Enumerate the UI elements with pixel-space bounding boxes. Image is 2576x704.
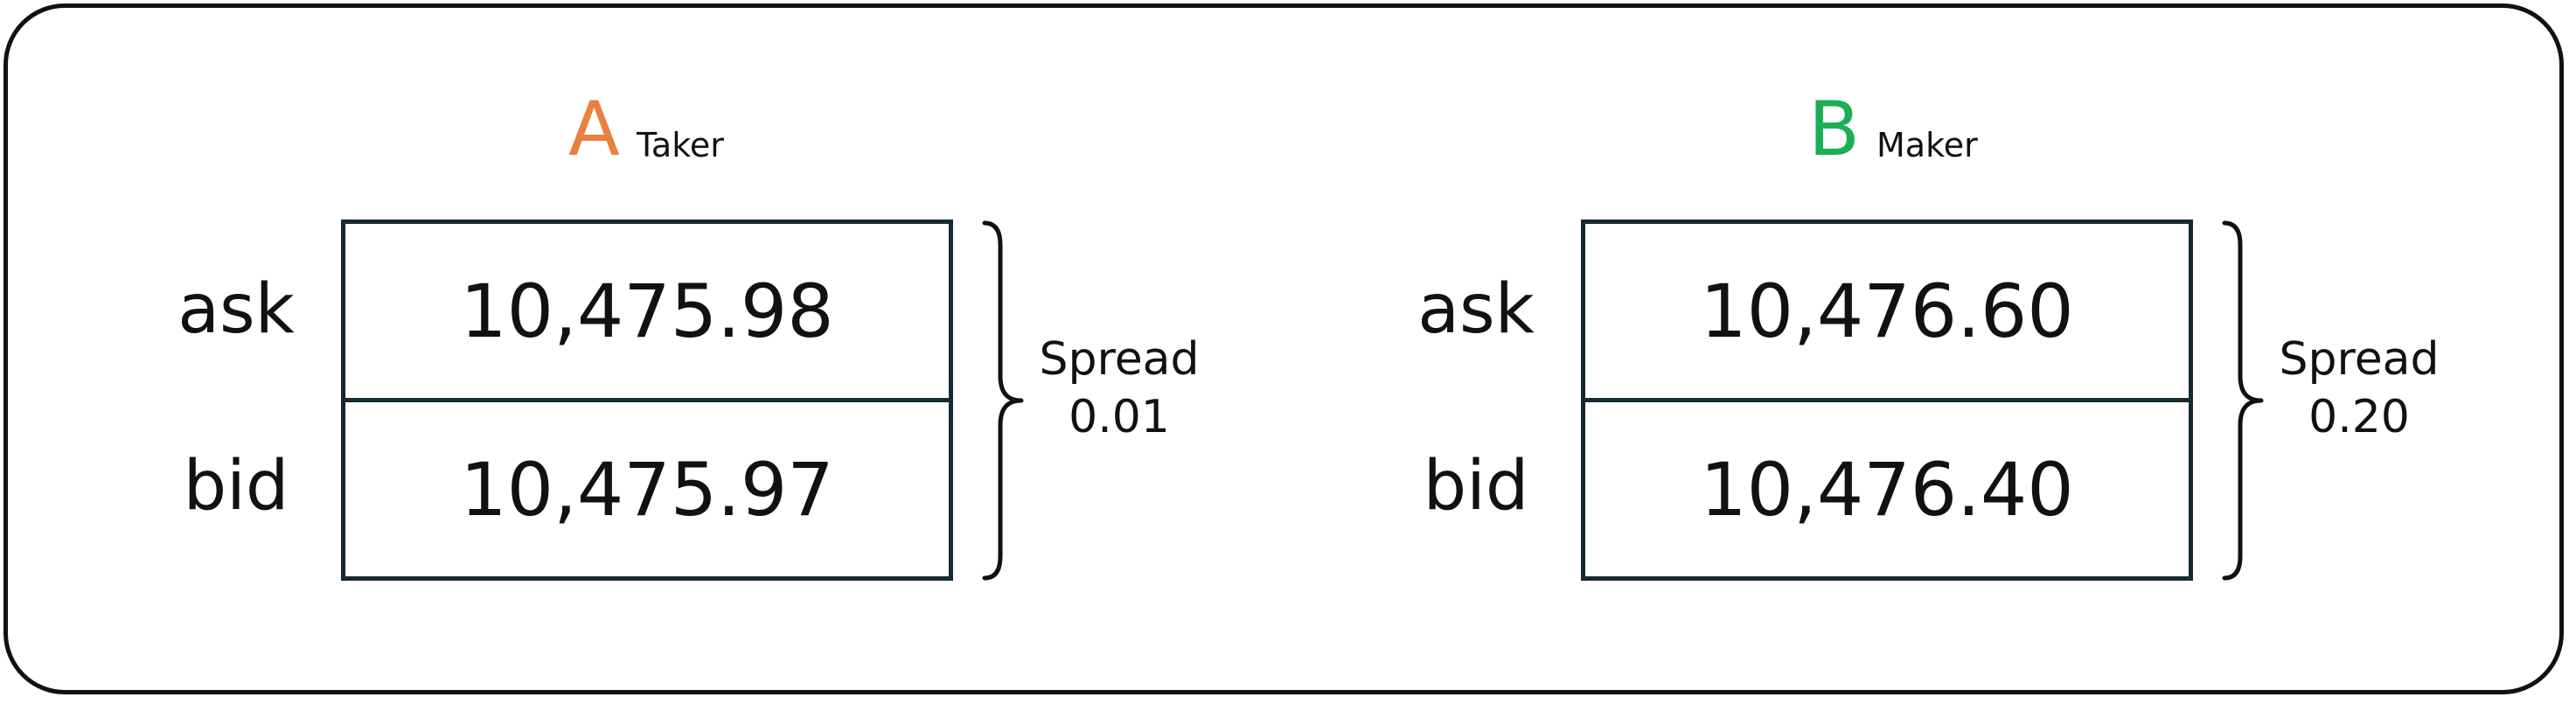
diagram-frame bbox=[3, 3, 2564, 694]
bid-value: 10,476.40 bbox=[1585, 398, 2189, 576]
spread-annotation: Spread 0.20 bbox=[2272, 331, 2447, 446]
panel-letter: B bbox=[1808, 86, 1860, 173]
order-book-box: 10,475.98 10,475.97 bbox=[341, 220, 953, 581]
panel-role: Maker bbox=[1876, 126, 1978, 164]
panel-maker: B Maker ask bid 10,476.60 10,476.40 Spre… bbox=[1380, 0, 2517, 704]
curly-brace-icon bbox=[2222, 220, 2264, 581]
spread-value: 0.01 bbox=[1069, 391, 1170, 443]
panel-taker: A Taker ask bid 10,475.98 10,475.97 Spre… bbox=[140, 0, 1277, 704]
panel-role: Taker bbox=[637, 126, 724, 164]
ask-label: ask bbox=[178, 270, 295, 349]
spread-label: Spread bbox=[2279, 333, 2440, 386]
panel-heading: B Maker bbox=[1380, 86, 2517, 173]
curly-brace-icon bbox=[982, 220, 1024, 581]
ask-label: ask bbox=[1417, 270, 1535, 349]
spread-annotation: Spread 0.01 bbox=[1032, 331, 1207, 446]
order-book-box: 10,476.60 10,476.40 bbox=[1581, 220, 2193, 581]
panel-letter: A bbox=[568, 86, 620, 173]
bid-value: 10,475.97 bbox=[345, 398, 949, 576]
spread-value: 0.20 bbox=[2308, 391, 2410, 443]
bid-label: bid bbox=[1423, 447, 1529, 526]
ask-value: 10,475.98 bbox=[460, 268, 834, 354]
panel-heading: A Taker bbox=[140, 86, 1277, 173]
bid-label: bid bbox=[183, 447, 289, 526]
ask-value: 10,476.60 bbox=[1700, 268, 2074, 354]
spread-label: Spread bbox=[1039, 333, 1200, 386]
